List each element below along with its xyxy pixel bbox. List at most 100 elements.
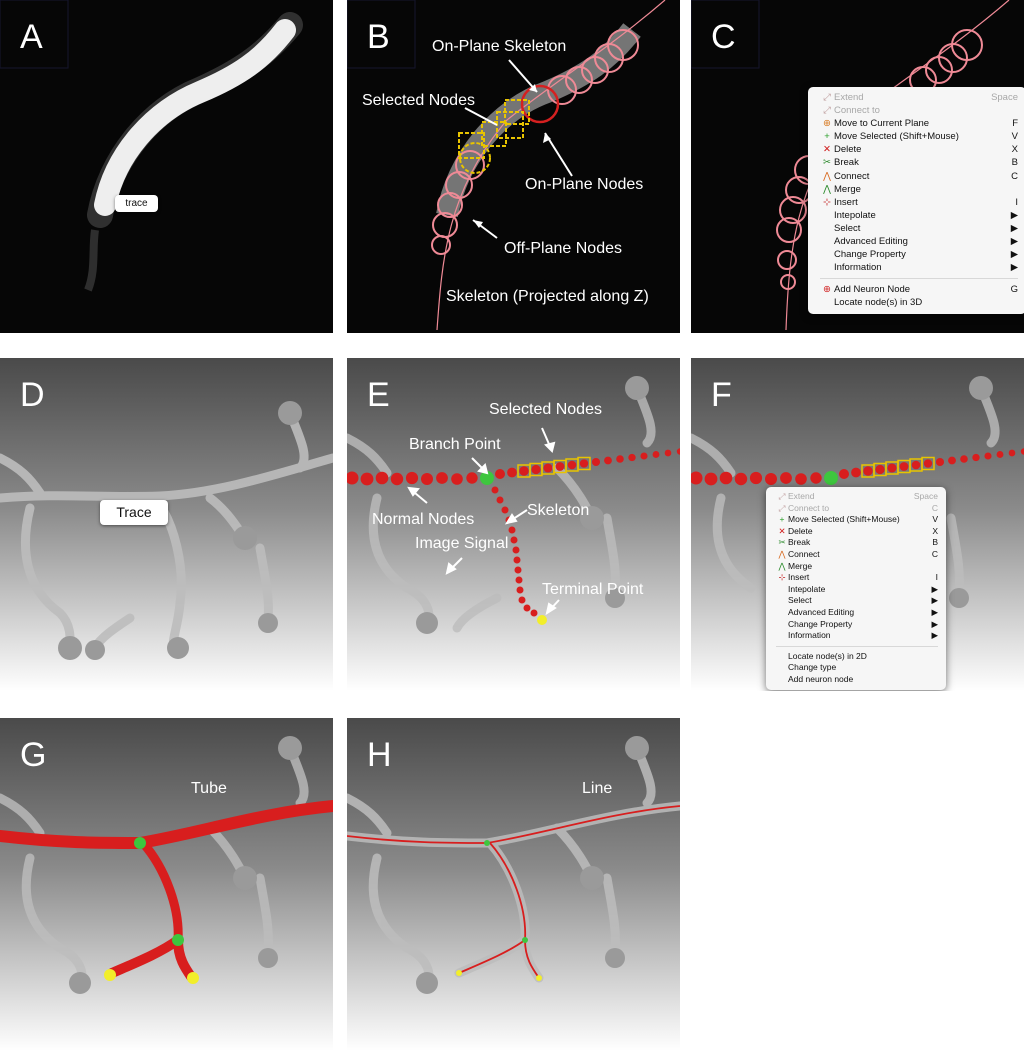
normal-node — [899, 462, 909, 471]
menu-item-shortcut: ▶ — [1010, 262, 1018, 274]
menu-item-shortcut: ▶ — [931, 618, 938, 629]
normal-node — [664, 449, 672, 457]
menu-item-change-property[interactable]: Change Property▶ — [820, 248, 1018, 261]
panel-d[interactable]: D Trace — [0, 358, 333, 691]
menu-item-move-selected-shift-mouse[interactable]: +Move Selected (Shift+Mouse)V — [776, 514, 938, 526]
panel-e[interactable]: E Selected Nodes Branch Point Normal Nod… — [347, 358, 680, 691]
menu-item-select[interactable]: Select▶ — [820, 222, 1018, 235]
menu-item-locate-node-s-in-2d[interactable]: Locate node(s) in 2D — [776, 651, 938, 663]
normal-node — [516, 586, 524, 594]
menu-item-intepolate[interactable]: Intepolate▶ — [776, 584, 938, 596]
menu-item-label: Add neuron node — [788, 673, 854, 684]
menu-item-shortcut: V — [932, 514, 938, 525]
menu-item-label: Break — [788, 537, 811, 548]
connect-icon: ⋀ — [823, 170, 831, 182]
menu-separator — [820, 278, 1018, 280]
selected-nodes-label: Selected Nodes — [362, 92, 475, 109]
menu-item-move-selected-shift-mouse[interactable]: +Move Selected (Shift+Mouse)V — [820, 130, 1018, 143]
normal-node — [765, 473, 777, 485]
menu-item-label: Delete — [788, 525, 813, 536]
panel-label: D — [20, 376, 45, 414]
tube-skeleton — [0, 800, 333, 983]
menu-item-merge[interactable]: ⋀Merge — [820, 183, 1018, 196]
menu-item-add-neuron-node[interactable]: Add neuron node — [776, 674, 938, 686]
menu-item-shortcut: ▶ — [1010, 249, 1018, 261]
panel-a-image — [0, 0, 333, 333]
menu-item-shortcut: C — [1011, 170, 1018, 182]
normal-node — [518, 596, 526, 604]
on-plane-nodes-label: On-Plane Nodes — [525, 176, 644, 193]
panel-h[interactable]: H Line — [347, 718, 680, 1051]
menu-item-label: Connect to — [834, 105, 880, 117]
menu-item-select[interactable]: Select▶ — [776, 595, 938, 607]
menu-item-label: Change Property — [788, 618, 853, 629]
normal-node — [495, 469, 505, 479]
merge-icon: ⋀ — [823, 183, 831, 195]
menu-item-merge[interactable]: ⋀Merge — [776, 561, 938, 573]
menu-item-label: Advanced Editing — [788, 606, 855, 617]
normal-node — [508, 526, 516, 534]
normal-node — [795, 473, 807, 485]
menu-item-locate-node-s-in-3d[interactable]: Locate node(s) in 3D — [820, 296, 1018, 309]
menu-item-connect-to[interactable]: ⤢Connect to — [820, 104, 1018, 117]
menu-item-label: Delete — [834, 144, 862, 156]
menu-item-label: Information — [834, 262, 882, 274]
menu-item-label: Move Selected (Shift+Mouse) — [834, 131, 959, 143]
normal-node — [375, 471, 389, 485]
panel-b-image — [347, 0, 680, 333]
skeleton-label: Skeleton — [527, 502, 590, 519]
normal-node — [543, 463, 553, 473]
normal-node — [704, 472, 718, 486]
panel-g[interactable]: G Tube — [0, 718, 333, 1051]
menu-item-intepolate[interactable]: Intepolate▶ — [820, 209, 1018, 222]
normal-nodes-label: Normal Nodes — [372, 511, 475, 528]
menu-item-label: Insert — [788, 572, 810, 583]
menu-item-information[interactable]: Information ▶ — [820, 261, 1018, 274]
normal-node — [531, 464, 541, 475]
panel-g-image — [0, 718, 333, 1051]
menu-item-shortcut: ▶ — [931, 583, 938, 594]
normal-node — [390, 472, 404, 486]
panel-a[interactable]: A trace — [0, 0, 333, 333]
normal-node — [839, 469, 849, 479]
terminal-point — [187, 972, 199, 984]
normal-node — [948, 456, 956, 465]
menu-item-change-property[interactable]: Change Property ▶ — [776, 619, 938, 631]
normal-node — [972, 453, 980, 462]
branch-point — [134, 837, 146, 849]
menu-item-label: Connect — [788, 548, 820, 559]
menu-item-information[interactable]: Information▶ — [776, 630, 938, 642]
normal-node — [514, 566, 522, 574]
menu-item-change-type[interactable]: Change type — [776, 662, 938, 674]
normal-node — [579, 459, 589, 468]
menu-item-advanced-editing[interactable]: Advanced Editing▶ — [820, 235, 1018, 248]
move-selected-icon: + — [824, 131, 830, 143]
normal-node — [513, 556, 521, 564]
trace-button[interactable]: Trace — [100, 500, 168, 525]
trace-button[interactable]: trace — [115, 195, 158, 212]
menu-item-shortcut: C — [931, 502, 938, 513]
normal-node — [780, 472, 792, 484]
menu-item-advanced-editing[interactable]: Advanced Editing▶ — [776, 607, 938, 619]
line-skeleton — [347, 805, 680, 979]
menu-item-shortcut: C — [931, 548, 938, 559]
branch-point-label: Branch Point — [409, 436, 501, 453]
panel-b[interactable]: B On-Plane Skeleton Selected Nodes On-Pl… — [347, 0, 680, 333]
